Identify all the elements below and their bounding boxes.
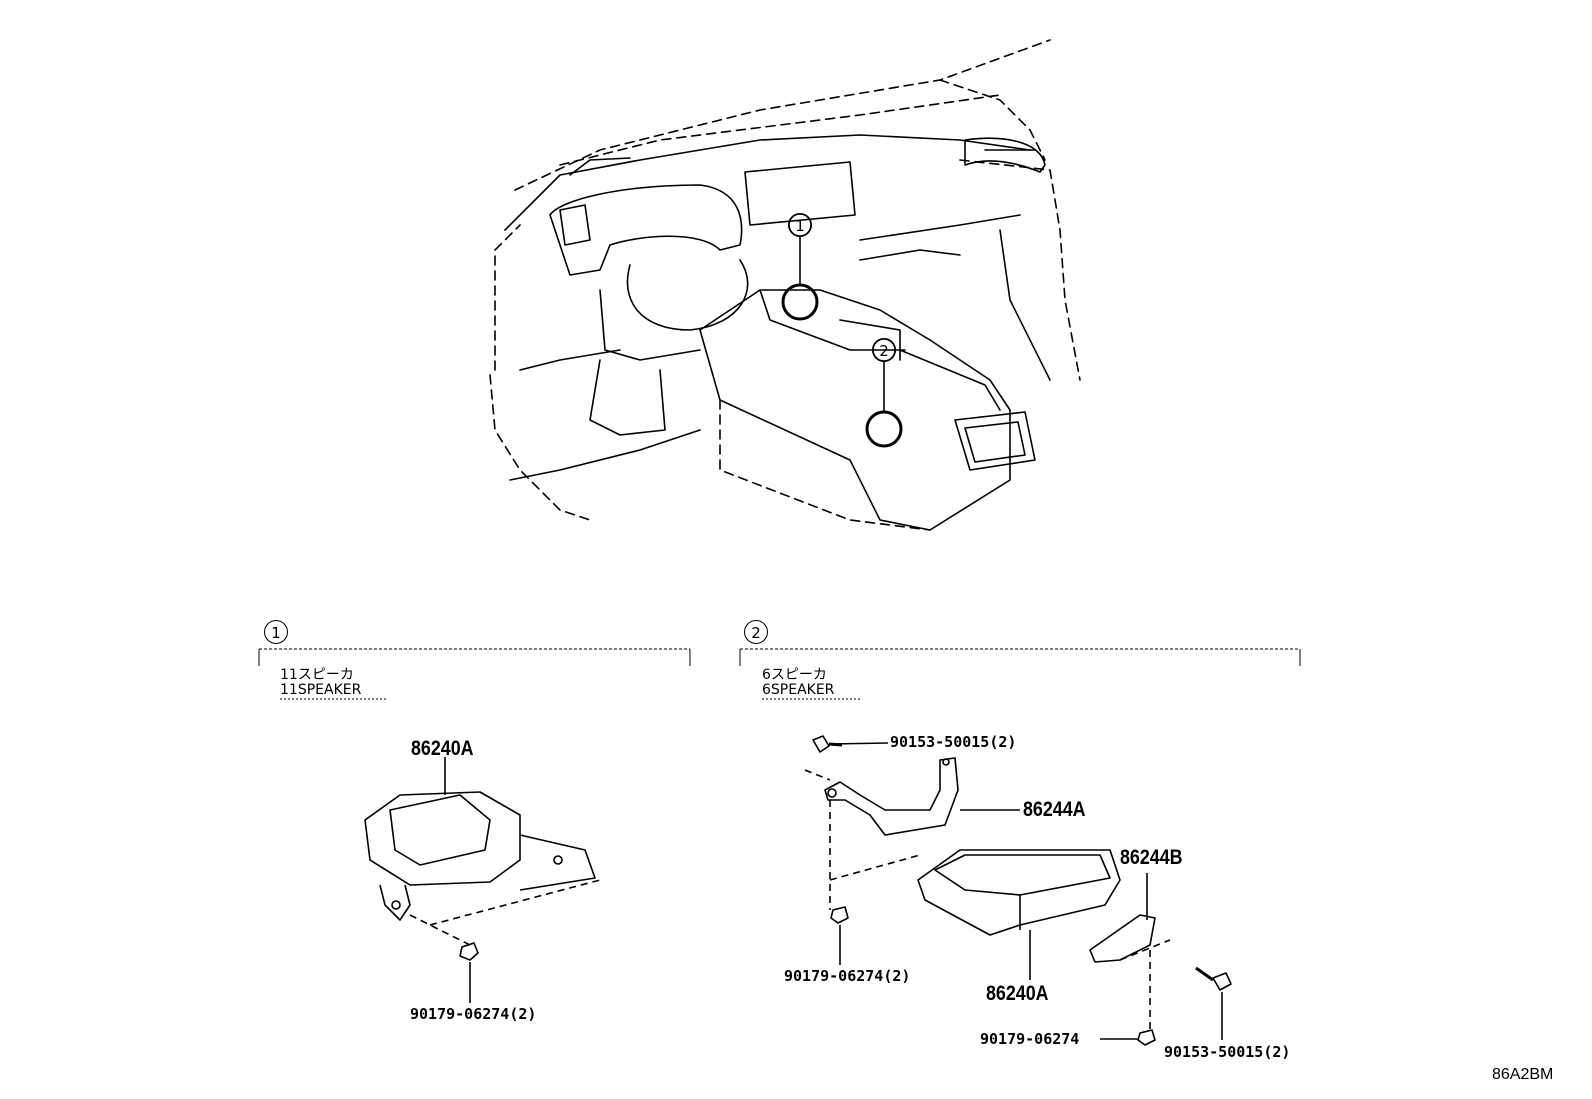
section-1-number: 1 — [264, 620, 288, 644]
part-86244B-label: 86244B — [1120, 846, 1183, 869]
callout-1-icon: 1 — [788, 213, 812, 237]
section-1-title-en: 11SPEAKER — [280, 682, 362, 698]
part-86240A-s2-label: 86240A — [986, 982, 1049, 1005]
part-90179-06274-label: 90179-06274(2) — [410, 1005, 537, 1023]
amplifier-86240A-section1 — [364, 757, 601, 1003]
diagram-code: 86A2BM — [1492, 1066, 1554, 1083]
dashboard-illustration — [489, 39, 1081, 531]
part-90153-50015-top-label: 90153-50015(2) — [890, 733, 1017, 751]
part-90179-06274-bottom-label: 90179-06274 — [980, 1030, 1080, 1048]
section-2-number: 2 — [744, 620, 768, 644]
section2-parts — [804, 735, 1232, 1046]
section-2-frame — [739, 648, 1301, 700]
part-90153-50015-bottom-label: 90153-50015(2) — [1164, 1043, 1291, 1061]
part-86240A-label: 86240A — [411, 737, 474, 760]
section-2-title-en: 6SPEAKER — [762, 682, 835, 698]
section-2-title-jp: 6スピーカ — [762, 667, 827, 683]
section-1-frame — [258, 648, 691, 700]
callout-2-icon: 2 — [872, 338, 896, 362]
section-1-title-jp: 11スピーカ — [280, 667, 354, 683]
part-90179-06274-left-label: 90179-06274(2) — [784, 967, 911, 985]
part-86244A-label: 86244A — [1023, 798, 1086, 821]
